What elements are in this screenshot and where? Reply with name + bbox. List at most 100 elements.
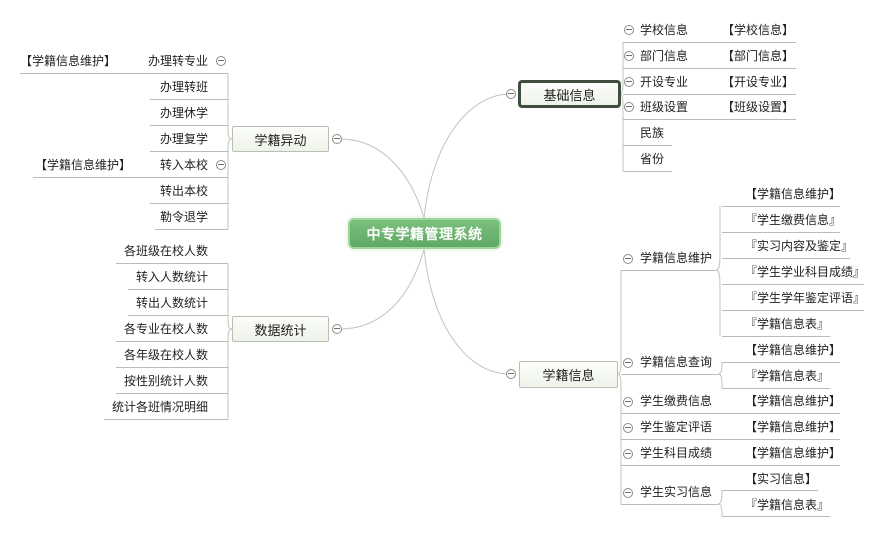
collapse-toggle-icon[interactable] <box>623 358 633 368</box>
ref-label: 『学籍信息表』 <box>745 498 830 512</box>
ref-internship-appraisal[interactable]: 『实习内容及鉴定』 <box>745 237 853 255</box>
subtopic-transfer-class[interactable]: 办理转班 <box>130 78 208 96</box>
collapse-toggle-icon[interactable] <box>623 397 633 407</box>
ref-student-info-maintain[interactable]: 【学籍信息维护】 <box>35 156 131 174</box>
stat-major-count[interactable]: 各专业在校人数 <box>100 320 208 338</box>
underline <box>116 263 228 264</box>
central-topic[interactable]: 中专学籍管理系统 <box>348 218 501 249</box>
subtopic-fee-info[interactable]: 学生缴费信息 <box>640 392 712 410</box>
stat-transfer-in-count[interactable]: 转入人数统计 <box>100 268 208 286</box>
subtopic-info-query[interactable]: 学籍信息查询 <box>640 353 712 371</box>
ref-school-info[interactable]: 【学校信息】 <box>722 21 794 39</box>
underline <box>623 171 672 172</box>
ref-label: 【学籍信息维护】 <box>745 187 842 201</box>
collapse-toggle-icon[interactable] <box>624 25 634 35</box>
subtopic-label: 部门信息 <box>640 49 689 63</box>
collapse-toggle-icon[interactable] <box>624 51 634 61</box>
subtopic-school-info[interactable]: 学校信息 <box>640 21 688 39</box>
collapse-toggle-icon[interactable] <box>506 369 516 379</box>
subtopic-label: 转出人数统计 <box>135 296 208 310</box>
collapse-toggle-icon[interactable] <box>216 160 226 170</box>
topic-statistics[interactable]: 数据统计 <box>232 316 329 342</box>
underline <box>128 315 228 316</box>
ref-fee-info[interactable]: 『学生缴费信息』 <box>745 211 841 229</box>
subtopic-subject-scores[interactable]: 学生科目成绩 <box>640 444 712 462</box>
ref-label: 【学籍信息维护】 <box>745 394 842 408</box>
subtopic-resume[interactable]: 办理复学 <box>130 130 208 148</box>
subtopic-appraisal-comment[interactable]: 学生鉴定评语 <box>640 418 712 436</box>
stat-transfer-out-count[interactable]: 转出人数统计 <box>100 294 208 312</box>
subtopic-province[interactable]: 省份 <box>640 150 664 168</box>
subtopic-label: 学籍信息维护 <box>640 251 713 265</box>
underline <box>621 270 716 271</box>
stat-gender-count[interactable]: 按性别统计人数 <box>100 372 208 390</box>
ref-info-table[interactable]: 『学籍信息表』 <box>745 496 829 514</box>
subtopic-ethnicity[interactable]: 民族 <box>640 124 664 142</box>
underline <box>722 284 864 285</box>
stat-class-count[interactable]: 各班级在校人数 <box>100 242 208 260</box>
collapse-toggle-icon[interactable] <box>623 488 633 498</box>
ref-label: 『学生缴费信息』 <box>745 213 842 227</box>
subtopic-info-maintain[interactable]: 学籍信息维护 <box>640 249 712 267</box>
ref-annual-appraisal[interactable]: 『学生学年鉴定评语』 <box>745 289 865 307</box>
collapse-toggle-icon[interactable] <box>624 77 634 87</box>
subtopic-transfer-major[interactable]: 办理转专业 <box>120 52 208 70</box>
underline <box>722 388 830 389</box>
ref-label: 『学生学年鉴定评语』 <box>745 291 866 305</box>
ref-class-settings[interactable]: 【班级设置】 <box>722 98 794 116</box>
topic-basic-info[interactable]: 基础信息 <box>518 80 621 108</box>
topic-student-info[interactable]: 学籍信息 <box>519 361 618 388</box>
underline <box>116 341 228 342</box>
underline <box>150 125 228 126</box>
ref-info-table[interactable]: 『学籍信息表』 <box>745 315 829 333</box>
underline <box>722 362 840 363</box>
collapse-toggle-icon[interactable] <box>624 102 634 112</box>
ref-info-maintain[interactable]: 【学籍信息维护】 <box>745 444 841 462</box>
subtopic-majors[interactable]: 开设专业 <box>640 73 688 91</box>
underline <box>621 439 840 440</box>
underline <box>150 203 228 204</box>
ref-subject-scores[interactable]: 『学生学业科目成绩』 <box>745 263 865 281</box>
subtopic-suspend[interactable]: 办理休学 <box>130 104 208 122</box>
collapse-toggle-icon[interactable] <box>506 89 516 99</box>
underline <box>722 258 850 259</box>
ref-info-maintain[interactable]: 【学籍信息维护】 <box>745 341 841 359</box>
subtopic-transfer-in[interactable]: 转入本校 <box>130 156 208 174</box>
ref-info-table[interactable]: 『学籍信息表』 <box>745 367 829 385</box>
underline <box>150 99 228 100</box>
collapse-toggle-icon[interactable] <box>332 324 342 334</box>
subtopic-department-info[interactable]: 部门信息 <box>640 47 688 65</box>
collapse-toggle-icon[interactable] <box>623 254 633 264</box>
ref-label: 【学籍信息维护】 <box>745 446 842 460</box>
subtopic-internship-info[interactable]: 学生实习信息 <box>640 483 712 501</box>
stat-class-details[interactable]: 统计各班情况明细 <box>90 398 208 416</box>
ref-student-info-maintain[interactable]: 【学籍信息维护】 <box>20 52 116 70</box>
ref-info-maintain[interactable]: 【学籍信息维护】 <box>745 185 841 203</box>
subtopic-label: 学籍信息查询 <box>640 355 713 369</box>
subtopic-label: 班级设置 <box>640 100 689 114</box>
subtopic-class-settings[interactable]: 班级设置 <box>640 98 688 116</box>
stat-grade-count[interactable]: 各年级在校人数 <box>100 346 208 364</box>
collapse-toggle-icon[interactable] <box>216 56 226 66</box>
subtopic-label: 勒令退学 <box>159 210 208 224</box>
underline <box>623 94 796 95</box>
topic-label: 数据统计 <box>254 323 307 339</box>
topic-status-change[interactable]: 学籍异动 <box>232 126 329 152</box>
subtopic-transfer-out[interactable]: 转出本校 <box>130 182 208 200</box>
subtopic-label: 各年级在校人数 <box>123 348 208 362</box>
ref-majors[interactable]: 【开设专业】 <box>722 73 794 91</box>
collapse-toggle-icon[interactable] <box>623 449 633 459</box>
collapse-toggle-icon[interactable] <box>332 134 342 144</box>
ref-internship-info[interactable]: 【实习信息】 <box>745 470 817 488</box>
subtopic-label: 学生科目成绩 <box>640 446 713 460</box>
collapse-toggle-icon[interactable] <box>623 423 633 433</box>
ref-label: 【学籍信息维护】 <box>745 343 842 357</box>
ref-department-info[interactable]: 【部门信息】 <box>722 47 794 65</box>
subtopic-expel[interactable]: 勒令退学 <box>130 208 208 226</box>
ref-info-maintain[interactable]: 【学籍信息维护】 <box>745 392 841 410</box>
underline <box>104 419 228 420</box>
underline <box>150 151 228 152</box>
ref-info-maintain[interactable]: 【学籍信息维护】 <box>745 418 841 436</box>
underline <box>116 367 228 368</box>
underline <box>621 374 718 375</box>
